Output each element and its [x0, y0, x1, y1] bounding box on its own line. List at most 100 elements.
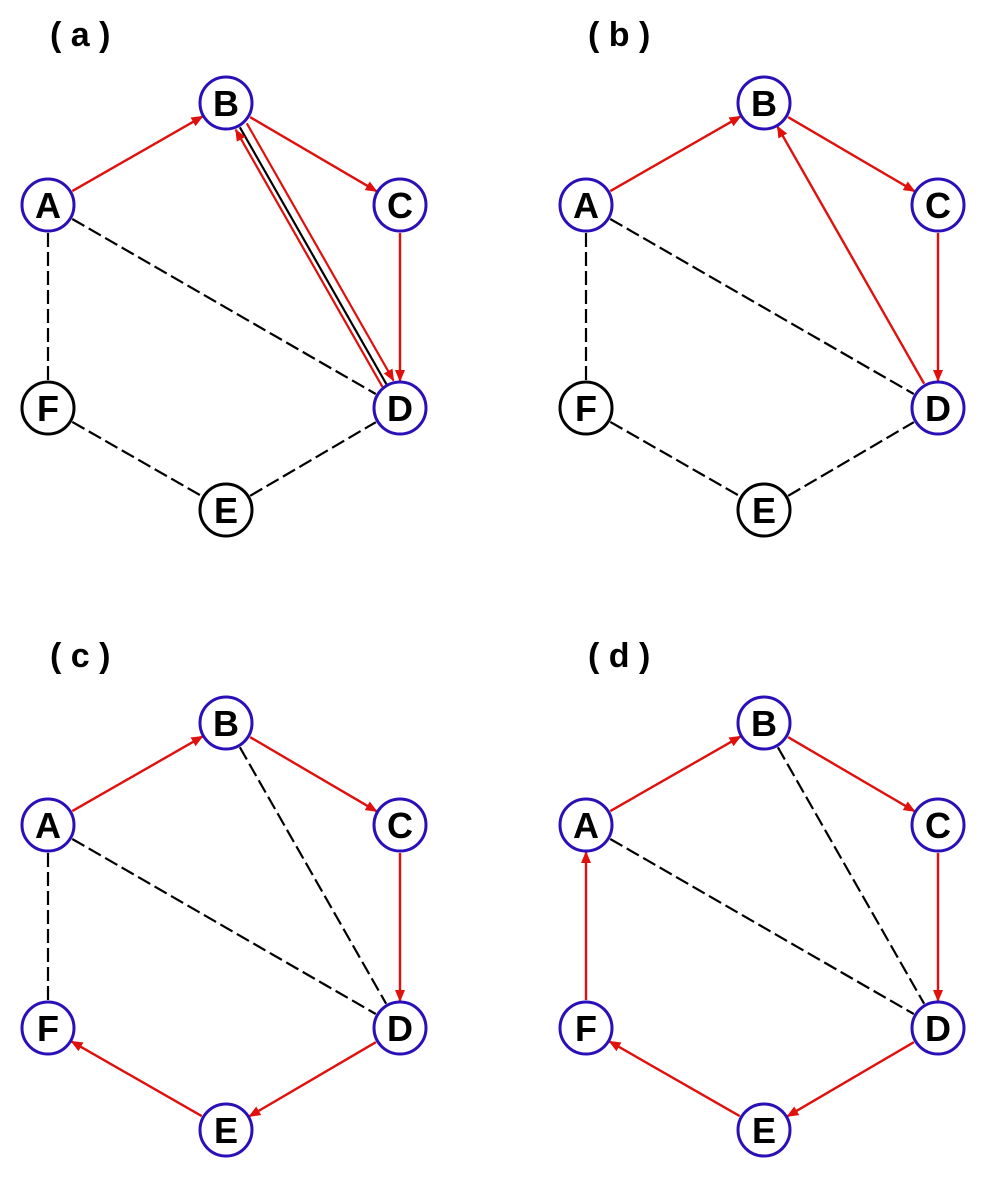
panel-b-edges — [584, 115, 943, 498]
node-f-label: F — [575, 1008, 597, 1049]
panel-d: ( d ) A B C D E F — [558, 637, 966, 1158]
edge-d-e-arrow — [248, 1041, 377, 1118]
node-c-label: C — [925, 805, 951, 846]
node-b-circle — [736, 695, 792, 751]
node-c-circle — [372, 177, 428, 233]
node-a: A — [20, 797, 76, 853]
node-b-circle — [198, 695, 254, 751]
node-e-label: E — [214, 490, 238, 531]
node-c: C — [910, 177, 966, 233]
panel-a-label: ( a ) — [50, 16, 110, 54]
edge-a-b-arrow — [609, 735, 742, 813]
node-c-circle — [910, 797, 966, 853]
node-b-label: B — [213, 703, 239, 744]
edge-b-d-forward-arrow — [245, 122, 395, 382]
edge-b-d-return-arrow — [234, 128, 384, 388]
node-f: F — [558, 1000, 614, 1056]
node-f-circle — [558, 1000, 614, 1056]
node-d-label: D — [925, 1008, 951, 1049]
node-f-circle — [20, 380, 76, 436]
edge-b-d-center-line — [238, 126, 388, 386]
edge-d-e-arrow — [786, 1041, 915, 1118]
edge-e-f-arrow — [70, 1040, 203, 1118]
edge-e-d-dashed — [787, 421, 915, 497]
node-d-label: D — [387, 1008, 413, 1049]
node-e-label: E — [752, 1110, 776, 1151]
edge-a-d-dashed — [609, 218, 915, 395]
node-c: C — [372, 797, 428, 853]
node-e: E — [198, 482, 254, 538]
panel-d-nodes: A B C D E F — [558, 695, 966, 1158]
node-a-circle — [558, 797, 614, 853]
node-a-circle — [20, 177, 76, 233]
panel-d-edges — [581, 735, 943, 1118]
edge-b-c-arrow — [249, 736, 378, 813]
node-d-circle — [372, 1000, 428, 1056]
edge-b-c-arrow — [787, 116, 916, 193]
node-a: A — [558, 797, 614, 853]
edge-d-b-arrow — [776, 125, 926, 385]
node-e-circle — [736, 482, 792, 538]
node-b-label: B — [751, 703, 777, 744]
node-b: B — [198, 75, 254, 131]
panel-c-nodes: A B C D E F — [20, 695, 428, 1158]
edge-a-b-arrow — [71, 735, 204, 813]
node-c-label: C — [387, 805, 413, 846]
node-f-circle — [20, 1000, 76, 1056]
edge-f-e-dashed — [71, 420, 203, 498]
node-f-label: F — [575, 388, 597, 429]
node-c: C — [372, 177, 428, 233]
panel-a-edges — [46, 115, 405, 498]
node-e-circle — [198, 1102, 254, 1158]
node-f-label: F — [37, 1008, 59, 1049]
node-c-label: C — [925, 185, 951, 226]
node-f: F — [20, 380, 76, 436]
edge-b-d-dashed — [238, 746, 388, 1005]
node-e-circle — [198, 482, 254, 538]
node-b: B — [198, 695, 254, 751]
node-a-label: A — [35, 805, 61, 846]
node-d: D — [372, 1000, 428, 1056]
node-d-circle — [910, 1000, 966, 1056]
node-c-circle — [910, 177, 966, 233]
edge-e-d-dashed — [249, 421, 377, 497]
node-d-label: D — [925, 388, 951, 429]
node-a: A — [20, 177, 76, 233]
panel-c-edges — [46, 735, 405, 1118]
node-a-label: A — [573, 185, 599, 226]
node-b-circle — [736, 75, 792, 131]
node-d-circle — [372, 380, 428, 436]
edge-b-c-arrow — [249, 116, 378, 193]
node-c: C — [910, 797, 966, 853]
node-a-circle — [558, 177, 614, 233]
node-e-circle — [736, 1102, 792, 1158]
node-e: E — [736, 1102, 792, 1158]
node-f: F — [558, 380, 614, 436]
node-b: B — [736, 695, 792, 751]
node-d: D — [372, 380, 428, 436]
edge-f-e-dashed — [609, 420, 741, 498]
panel-a: ( a ) A B C D E F — [20, 16, 428, 538]
edge-a-d-dashed — [71, 218, 377, 395]
node-d: D — [910, 1000, 966, 1056]
node-c-circle — [372, 797, 428, 853]
edge-a-b-arrow — [609, 115, 742, 193]
edge-b-d-dashed — [776, 746, 926, 1005]
panel-a-nodes: A B C D E F — [20, 75, 428, 538]
node-a-circle — [20, 797, 76, 853]
node-a-label: A — [573, 805, 599, 846]
node-f-label: F — [37, 388, 59, 429]
node-f: F — [20, 1000, 76, 1056]
node-d: D — [910, 380, 966, 436]
node-b-label: B — [213, 83, 239, 124]
node-e-label: E — [752, 490, 776, 531]
node-e-label: E — [214, 1110, 238, 1151]
panel-d-label: ( d ) — [588, 637, 650, 675]
node-b-circle — [198, 75, 254, 131]
node-e: E — [198, 1102, 254, 1158]
node-e: E — [736, 482, 792, 538]
